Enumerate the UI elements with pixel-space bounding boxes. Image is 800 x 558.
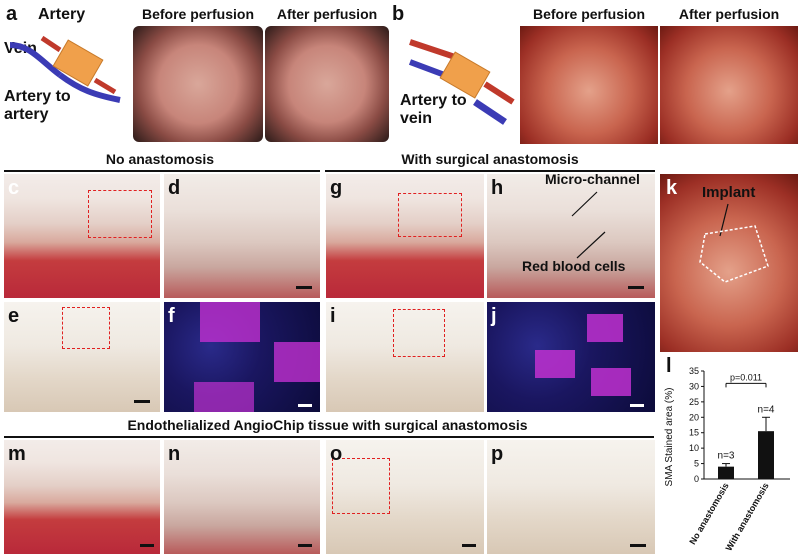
panel-d-image xyxy=(164,174,320,298)
chart-bar xyxy=(718,466,734,479)
panel-label-c: c xyxy=(8,177,20,199)
caption-b-before: Before perfusion xyxy=(532,6,645,22)
panel-i-image xyxy=(326,302,484,412)
scale-bar-p xyxy=(630,544,646,547)
zoom-box-i xyxy=(393,309,445,357)
label-artery-to-vein: Artery to vein xyxy=(400,92,467,127)
annotation-micro-channel: Micro-channel xyxy=(545,171,640,187)
chart-ytick-label: 30 xyxy=(689,381,699,391)
panel-e-image xyxy=(4,302,160,412)
header-line-with-surgical xyxy=(325,170,655,172)
photo-a-before xyxy=(133,26,263,142)
chart-ytick-label: 5 xyxy=(694,459,699,469)
panel-label-k: k xyxy=(666,177,678,199)
header-endothelialized: Endothelialized AngioChip tissue with su… xyxy=(127,417,528,433)
scale-bar-h xyxy=(628,286,644,289)
header-line-no-anastomosis xyxy=(4,170,320,172)
panel-k-image xyxy=(660,174,798,352)
panel-label-d: d xyxy=(168,177,181,199)
scale-bar-d xyxy=(296,286,312,289)
panel-label-l: l xyxy=(666,355,672,377)
photo-b-before xyxy=(520,26,658,144)
schematic-b-diagram xyxy=(408,39,515,125)
scale-bar-e xyxy=(134,400,150,403)
header-with-surgical: With surgical anastomosis xyxy=(401,151,579,167)
chart-category-label: With anastomosis xyxy=(724,481,771,553)
panel-label-f: f xyxy=(168,305,175,327)
zoom-box-c xyxy=(88,190,152,238)
chart-pvalue: p=0.011 xyxy=(730,372,762,382)
panel-f-image xyxy=(164,302,320,412)
schematic-a-diagram xyxy=(9,35,121,103)
scale-bar-m xyxy=(140,544,154,547)
chart-category-label: No anastomosis xyxy=(687,481,730,546)
caption-a-before: Before perfusion xyxy=(141,6,254,22)
panel-label-g: g xyxy=(330,177,343,199)
scale-bar-n xyxy=(298,544,312,547)
panel-label-b: b xyxy=(392,3,405,25)
panel-label-n: n xyxy=(168,443,181,465)
chart-bar xyxy=(758,431,774,479)
label-artery: Artery xyxy=(38,6,86,23)
panel-m-image xyxy=(4,440,160,554)
chart-n-label: n=4 xyxy=(758,404,775,415)
chart-ytick-label: 35 xyxy=(689,366,699,376)
photo-b-after xyxy=(660,26,798,144)
panel-label-m: m xyxy=(8,443,26,465)
panel-label-i: i xyxy=(330,305,336,327)
chart-ytick-label: 10 xyxy=(689,443,699,453)
caption-b-after: After perfusion xyxy=(678,6,780,22)
panel-c-image xyxy=(4,174,160,298)
annotation-red-blood-cells: Red blood cells xyxy=(522,258,626,274)
panel-o-image xyxy=(326,440,484,554)
chart-ylabel: SMA Stained area (%) xyxy=(664,388,675,487)
panel-n-image xyxy=(164,440,320,554)
chart-ytick-label: 20 xyxy=(689,412,699,422)
panel-label-e: e xyxy=(8,305,20,327)
header-line-endothelialized xyxy=(4,436,654,438)
annotation-implant: Implant xyxy=(702,184,756,201)
chart-n-label: n=3 xyxy=(718,451,735,462)
sma-bar-chart: SMA Stained area (%) 0 5 10 15 20 25 30 35 n=3No… xyxy=(664,366,790,553)
implant-outline xyxy=(699,203,769,283)
photo-a-after xyxy=(265,26,389,142)
panel-label-p: p xyxy=(491,443,504,465)
chart-ytick-label: 15 xyxy=(689,428,699,438)
header-no-anastomosis: No anastomosis xyxy=(105,151,215,167)
panel-p-image xyxy=(487,440,655,554)
zoom-box-e xyxy=(62,307,110,349)
chart-ytick-label: 25 xyxy=(689,397,699,407)
zoom-box-o xyxy=(332,458,390,514)
panel-label-o: o xyxy=(330,443,343,465)
panel-j-image xyxy=(487,302,655,412)
panel-label-j: j xyxy=(491,305,497,327)
panel-label-h: h xyxy=(491,177,504,199)
annotation-pointers-h xyxy=(571,191,606,259)
scale-bar-f xyxy=(298,404,312,407)
chart-ytick-label: 0 xyxy=(694,474,699,484)
panel-label-a: a xyxy=(6,3,18,25)
label-artery-to-artery: Artery to artery xyxy=(4,88,71,123)
zoom-box-g xyxy=(398,193,462,237)
caption-a-after: After perfusion xyxy=(276,6,378,22)
scale-bar-o xyxy=(462,544,476,547)
panel-h-image xyxy=(487,174,655,298)
scale-bar-j xyxy=(630,404,644,407)
